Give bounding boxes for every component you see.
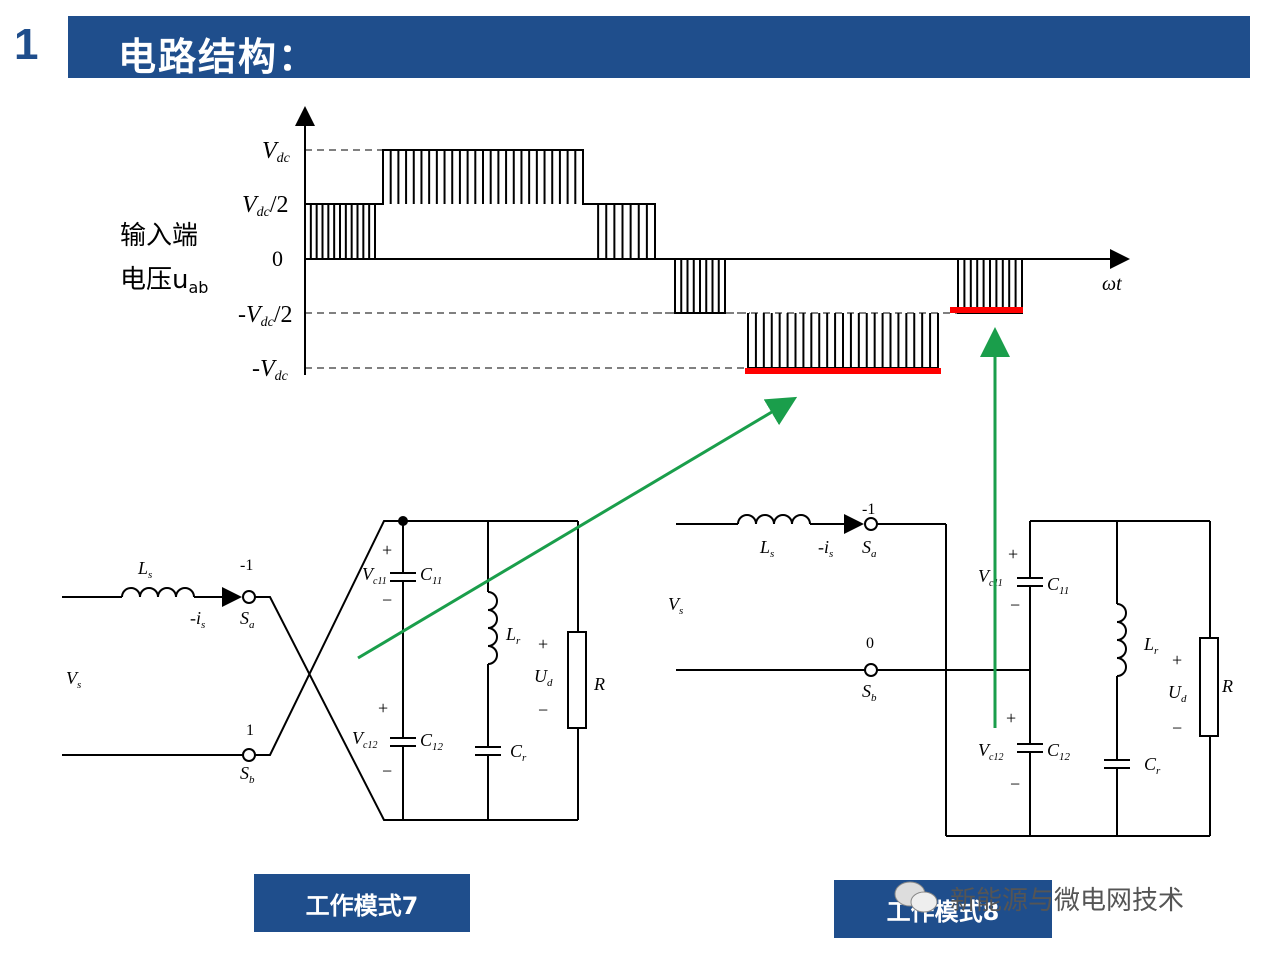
svg-text:1: 1 [246, 722, 254, 739]
svg-text:Vs: Vs [668, 594, 683, 617]
y-axis-label-2: 电压uab [120, 265, 208, 297]
y-axis-label-1: 输入端 [120, 221, 198, 251]
svg-text:Sb: Sb [240, 763, 255, 786]
svg-text:Sa: Sa [862, 537, 877, 560]
svg-text:-1: -1 [862, 501, 875, 518]
switch-sa-right [864, 517, 878, 531]
svg-text:C11: C11 [420, 564, 442, 587]
inductor-ls-right [737, 514, 811, 525]
switch-sa-left [242, 590, 256, 604]
pwm-bursts [304, 149, 1023, 369]
svg-text:Cr: Cr [1144, 754, 1161, 777]
switch-sb-left [242, 748, 256, 762]
svg-text:Ud: Ud [1168, 682, 1187, 705]
svg-text:0: 0 [866, 635, 874, 652]
svg-text:Vs: Vs [66, 668, 81, 691]
x-axis-label: ωt [1102, 273, 1122, 295]
level-neg-half-label: -Vdc/2 [238, 302, 293, 330]
svg-text:−: − [382, 590, 392, 610]
svg-text:Sb: Sb [862, 681, 877, 704]
svg-text:+: + [1006, 708, 1016, 728]
svg-text:Ls: Ls [137, 558, 152, 581]
mode8-label: 工作模式8 [834, 880, 1052, 938]
circuit-mode8 [676, 514, 1219, 837]
waveform-plot: Vdc Vdc/2 0 -Vdc/2 -Vdc ωt 输入端 电压uab [120, 106, 1130, 384]
svg-text:-is: -is [190, 608, 205, 631]
svg-text:C12: C12 [420, 730, 444, 753]
svg-text:C12: C12 [1047, 740, 1071, 763]
svg-text:Lr: Lr [505, 624, 521, 647]
svg-text:−: − [382, 761, 392, 781]
switch-sb-right [864, 663, 878, 677]
circuit-mode7 [62, 516, 587, 821]
svg-text:-1: -1 [240, 557, 253, 574]
svg-text:−: − [1172, 718, 1182, 738]
mode7-label: 工作模式7 [254, 874, 470, 932]
svg-text:Vc12: Vc12 [978, 740, 1003, 763]
svg-text:Lr: Lr [1143, 634, 1159, 657]
inductor-ls-left [121, 587, 195, 598]
resistor-left [567, 631, 587, 729]
svg-text:R: R [593, 674, 605, 694]
resistor-right [1199, 637, 1219, 737]
svg-text:Vc11: Vc11 [978, 566, 1003, 589]
svg-text:Ls: Ls [759, 537, 774, 560]
svg-text:+: + [538, 634, 548, 654]
circuit-mode7-labels: Ls -is Sa Sb Vs -1 1 C11 C12 Vc11 Vc12 L… [66, 540, 605, 786]
svg-text:C11: C11 [1047, 574, 1069, 597]
inductor-lr-left [487, 591, 498, 665]
svg-text:Vc11: Vc11 [362, 564, 387, 587]
svg-text:Ud: Ud [534, 666, 553, 689]
level-half-label: Vdc/2 [242, 192, 289, 220]
svg-text:−: − [1010, 774, 1020, 794]
svg-text:+: + [378, 698, 388, 718]
svg-text:+: + [1008, 544, 1018, 564]
svg-text:Cr: Cr [510, 741, 527, 764]
level-neg-label: -Vdc [252, 356, 289, 384]
level-vdc-label: Vdc [262, 138, 291, 166]
svg-text:R: R [1221, 676, 1233, 696]
wechat-icon [894, 881, 938, 913]
arrow-mode7-to-waveform [357, 396, 798, 660]
svg-text:-is: -is [818, 537, 833, 560]
svg-text:−: − [538, 700, 548, 720]
svg-text:Sa: Sa [240, 608, 255, 631]
svg-text:Vc12: Vc12 [352, 728, 377, 751]
slide-number: 1 [14, 20, 39, 69]
svg-text:+: + [382, 540, 392, 560]
svg-text:−: − [1010, 595, 1020, 615]
watermark-text: 新能源与微电网技术 [950, 886, 1185, 916]
title-bar: 电路结构： [68, 16, 1250, 79]
inductor-lr-right [1116, 603, 1127, 677]
slide-title: 电路结构： [118, 35, 319, 79]
svg-text:+: + [1172, 650, 1182, 670]
level-zero-label: 0 [272, 246, 283, 271]
circuit-mode8-labels: Ls -is Sa Sb Vs -1 0 C11 C12 Vc11 Vc12 L… [668, 501, 1233, 794]
